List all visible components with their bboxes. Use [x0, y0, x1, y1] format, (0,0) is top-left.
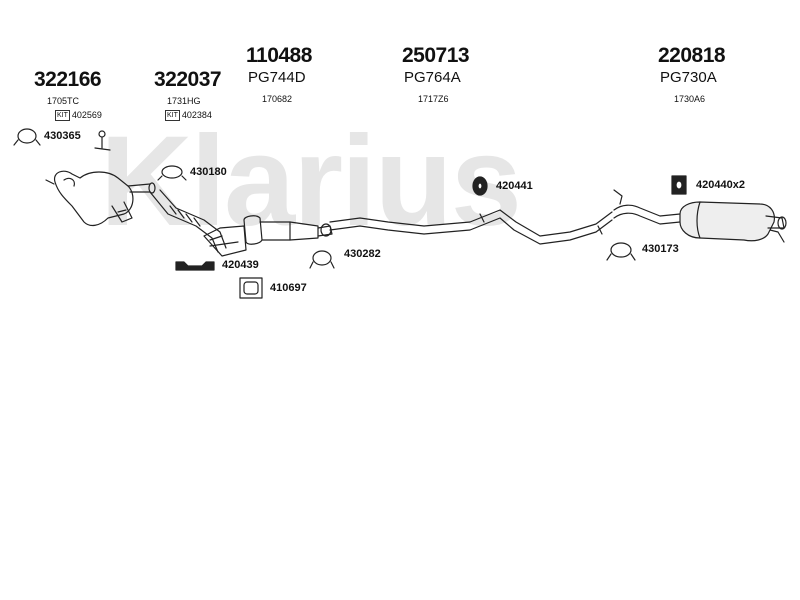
kit-icon: KIT [55, 110, 70, 122]
rubber-mount-420440-icon [671, 175, 687, 195]
part-number-322166: 322166 [34, 68, 102, 91]
ref-code-1730a6: 1730A6 [674, 94, 706, 104]
clamp-430173-icon [606, 242, 636, 261]
ref-code-1717z6: 1717Z6 [418, 94, 449, 104]
part-label-430282: 430282 [344, 248, 381, 260]
part-label-420441: 420441 [496, 180, 533, 192]
centre-pipe-icon [329, 209, 613, 245]
ref-code-1705tc: 1705TC [47, 96, 80, 106]
ref-code-1731hg: 1731HG [167, 96, 201, 106]
rear-silencer-icon [613, 201, 787, 242]
part-number-220818: 220818 [658, 44, 726, 67]
clamp-430365-icon [13, 128, 41, 146]
ref-code-pg764a: PG764A [404, 69, 461, 86]
part-label-420439: 420439 [222, 259, 259, 271]
part-number-322037: 322037 [154, 68, 222, 91]
ref-code-pg730a: PG730A [660, 69, 717, 86]
part-label-430180: 430180 [190, 166, 227, 178]
ref-code-170682: 170682 [262, 94, 293, 104]
part-number-250713: 250713 [402, 44, 470, 67]
part-label-430173: 430173 [642, 243, 679, 255]
catalytic-converter-icon [45, 170, 156, 227]
clamp-430180-icon [157, 165, 187, 181]
part-number-110488: 110488 [246, 44, 312, 67]
flexi-pipe-icon [149, 189, 247, 257]
part-label-410697: 410697 [270, 282, 307, 294]
rubber-mount-420441-icon [472, 176, 488, 196]
gasket-410697-icon [239, 277, 263, 299]
clamp-430282-icon [309, 250, 335, 269]
mounting-420439-icon [175, 261, 215, 271]
kit-code: 402569 [71, 110, 102, 120]
part-label-420440x2: 420440x2 [696, 179, 745, 191]
hanger-rod-icon [94, 130, 111, 151]
ref-code-pg744d: PG744D [248, 69, 306, 86]
kit-code: 402384 [181, 110, 212, 120]
part-label-430365: 430365 [44, 130, 81, 142]
kit-icon: KIT [165, 110, 180, 122]
